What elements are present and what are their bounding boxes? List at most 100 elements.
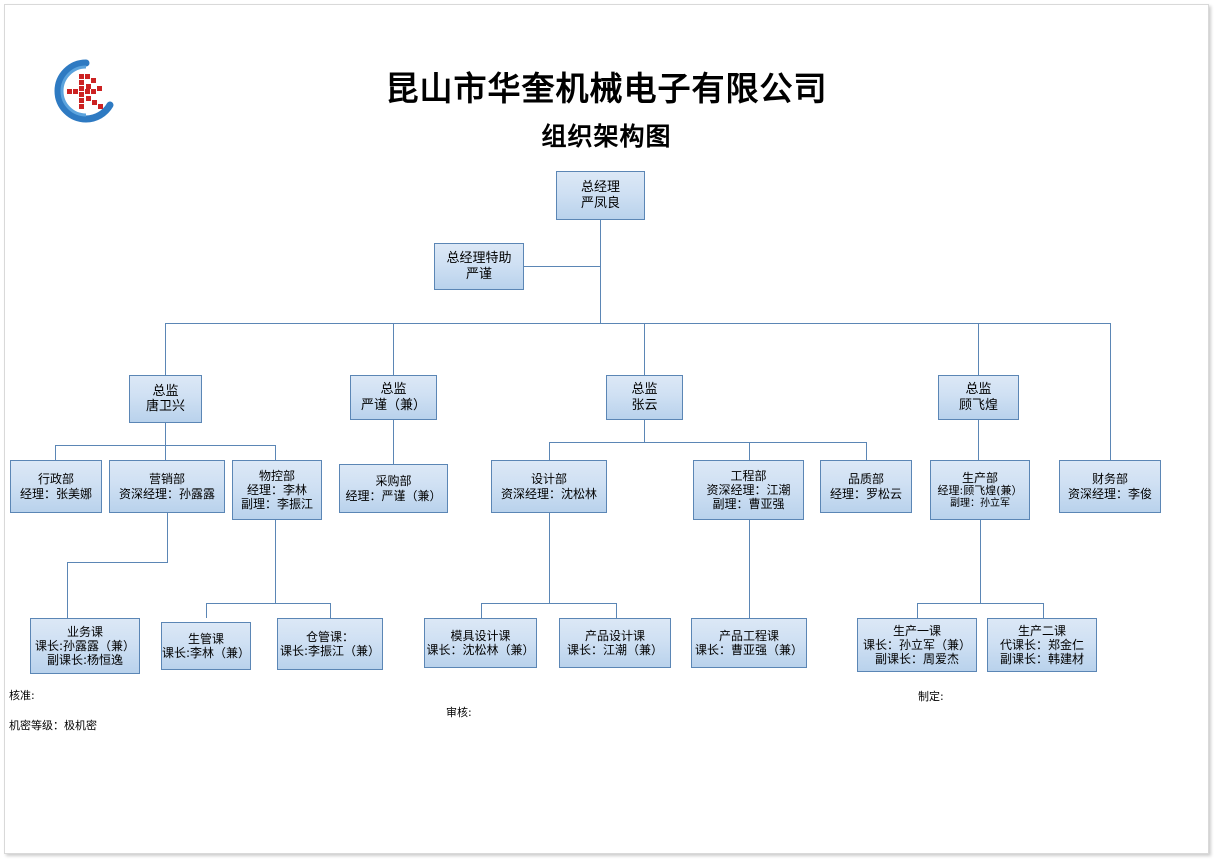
node-line2: 课长：曹亚强（兼） — [694, 643, 803, 657]
node-dept-design[interactable]: 设计部 资深经理：沈松林 — [491, 460, 607, 513]
connector-dir1-drop — [165, 323, 166, 375]
node-dept-material-control[interactable]: 物控部 经理：李林 副理：李振江 — [232, 460, 322, 520]
node-section-business[interactable]: 业务课 课长:孙露露（兼） 副课长:杨恒逸 — [30, 618, 140, 674]
node-dept-administration[interactable]: 行政部 经理：张美娜 — [10, 460, 102, 513]
node-dept-purchasing[interactable]: 采购部 经理：严谨（兼） — [339, 464, 448, 513]
node-line1: 设计部 — [530, 472, 567, 487]
node-section-production-two[interactable]: 生产二课 代课长：郑金仁 副课长：韩建材 — [987, 618, 1097, 672]
node-line1: 工程部 — [730, 468, 767, 483]
node-line1: 行政部 — [37, 472, 74, 487]
node-dept-quality[interactable]: 品质部 经理：罗松云 — [820, 460, 912, 513]
connector-matctl-bus — [206, 603, 330, 604]
node-section-product-design[interactable]: 产品设计课 课长：江潮（兼） — [559, 618, 671, 668]
footer-approve-label: 核准: — [9, 689, 35, 702]
node-line2: 资深经理：李俊 — [1067, 486, 1152, 501]
node-line1: 营销部 — [148, 472, 185, 487]
connector-design-bus — [481, 603, 616, 604]
node-line2: 经理:顾飞煌(兼） — [937, 483, 1023, 497]
connector-director-bus — [165, 323, 1111, 324]
node-line2: 经理：罗松云 — [829, 486, 902, 501]
connector-prodctlsec-drop — [206, 603, 207, 618]
node-section-production-control[interactable]: 生管课 课长:李林（兼） — [161, 622, 251, 670]
node-line2: 代课长：郑金仁 — [999, 637, 1084, 652]
connector-dir2-drop — [393, 323, 394, 375]
node-gm-assistant[interactable]: 总经理特助 严谨 — [434, 243, 524, 290]
node-line2: 严凤良 — [580, 195, 620, 211]
connector-waresec-drop — [330, 603, 331, 618]
node-line3: 副课长:杨恒逸 — [46, 653, 124, 668]
node-director-tangweixing[interactable]: 总监 唐卫兴 — [129, 375, 202, 423]
node-line2: 课长:李振江（兼） — [279, 644, 381, 658]
node-line3: 副理：李振江 — [240, 497, 313, 512]
node-section-warehouse[interactable]: 仓管课： 课长:李振江（兼） — [277, 618, 383, 670]
node-section-product-engineering[interactable]: 产品工程课 课长：曹亚强（兼） — [691, 618, 807, 668]
node-line1: 采购部 — [375, 474, 412, 489]
connector-dir1-stem — [165, 423, 166, 445]
node-dept-marketing[interactable]: 营销部 资深经理：孙露露 — [109, 460, 225, 513]
node-line3: 副理：曹亚强 — [712, 497, 785, 512]
connector-admin-drop — [55, 445, 56, 460]
company-title: 昆山市华奎机械电子有限公司 — [385, 69, 828, 108]
node-dept-finance[interactable]: 财务部 资深经理：李俊 — [1059, 460, 1161, 513]
connector-dir4-drop — [978, 323, 979, 375]
connector-dir4-produce — [978, 420, 979, 460]
footer-confidential-label: 机密等级：极机密 — [9, 719, 97, 732]
node-dept-production[interactable]: 生产部 经理:顾飞煌(兼） 副理：孙立军 — [930, 460, 1030, 520]
node-line2: 顾飞煌 — [958, 397, 998, 413]
node-section-production-one[interactable]: 生产一课 课长：孙立军（兼） 副课长：周爱杰 — [857, 618, 977, 672]
footer-review-label: 审核: — [446, 706, 472, 719]
node-line1: 模具设计课 — [450, 628, 511, 643]
node-line2: 经理：严谨（兼） — [345, 488, 442, 503]
connector-sales-down — [167, 513, 168, 562]
connector-produce-down — [980, 520, 981, 603]
node-line2: 经理：李林 — [246, 482, 307, 497]
node-line1: 总监 — [152, 383, 179, 399]
node-line2: 课长:李林（兼） — [161, 646, 251, 660]
node-line2: 课长：江潮（兼） — [566, 643, 663, 657]
connector-design-down — [549, 513, 550, 603]
node-line1: 生产部 — [961, 470, 998, 485]
connector-dir3-drop — [644, 323, 645, 375]
node-director-yanjin[interactable]: 总监 严谨（兼） — [350, 375, 437, 420]
chart-title: 组织架构图 — [541, 122, 672, 151]
connector-gm-down — [600, 220, 601, 323]
connector-sales-drop — [165, 445, 166, 460]
node-director-zhangyun[interactable]: 总监 张云 — [606, 375, 683, 420]
node-line3: 副理：孙立军 — [950, 497, 1010, 509]
node-line2: 资深经理：沈松林 — [500, 486, 597, 501]
node-dept-engineering[interactable]: 工程部 资深经理：江潮 副理：曹亚强 — [693, 460, 804, 520]
node-line1: 总经理 — [580, 180, 620, 196]
footer-prepare-label: 制定: — [918, 690, 944, 703]
connector-prod2sec-drop — [1043, 603, 1044, 618]
connector-gm-assistant — [524, 266, 601, 267]
company-logo-icon — [53, 58, 119, 124]
node-line2: 严谨 — [465, 266, 492, 282]
node-director-gufeihuang[interactable]: 总监 顾飞煌 — [938, 375, 1019, 420]
connector-quality-drop — [866, 442, 867, 460]
connector-matctl-drop — [275, 445, 276, 460]
node-section-mold-design[interactable]: 模具设计课 课长：沈松林（兼） — [424, 618, 537, 668]
node-line2: 资深经理：江潮 — [706, 482, 791, 497]
connector-pdesignsec-drop — [616, 603, 617, 618]
node-line2: 课长:孙露露（兼） — [34, 638, 136, 653]
node-line1: 财务部 — [1091, 472, 1128, 487]
node-line1: 总监 — [380, 382, 407, 398]
chart-sheet: 昆山市华奎机械电子有限公司 组织架构图 — [4, 4, 1209, 854]
node-line1: 业务课 — [66, 624, 103, 639]
node-line2: 课长：孙立军（兼） — [862, 637, 971, 652]
node-line1: 总监 — [631, 382, 658, 398]
node-line1: 物控部 — [258, 468, 295, 483]
node-general-manager[interactable]: 总经理 严凤良 — [556, 171, 645, 220]
node-line1: 生产一课 — [892, 623, 941, 638]
connector-matctl-down — [275, 520, 276, 603]
connector-finance-drop — [1110, 323, 1111, 460]
connector-bizsec-drop — [67, 562, 68, 618]
node-line2: 严谨（兼） — [360, 397, 426, 413]
node-line3: 副课长：周爱杰 — [874, 652, 959, 667]
connector-sales-bus — [67, 562, 168, 563]
node-line1: 仓管课： — [305, 629, 354, 644]
node-line3: 副课长：韩建材 — [999, 652, 1084, 667]
node-line1: 总经理特助 — [446, 251, 512, 267]
connector-design-drop — [549, 442, 550, 460]
